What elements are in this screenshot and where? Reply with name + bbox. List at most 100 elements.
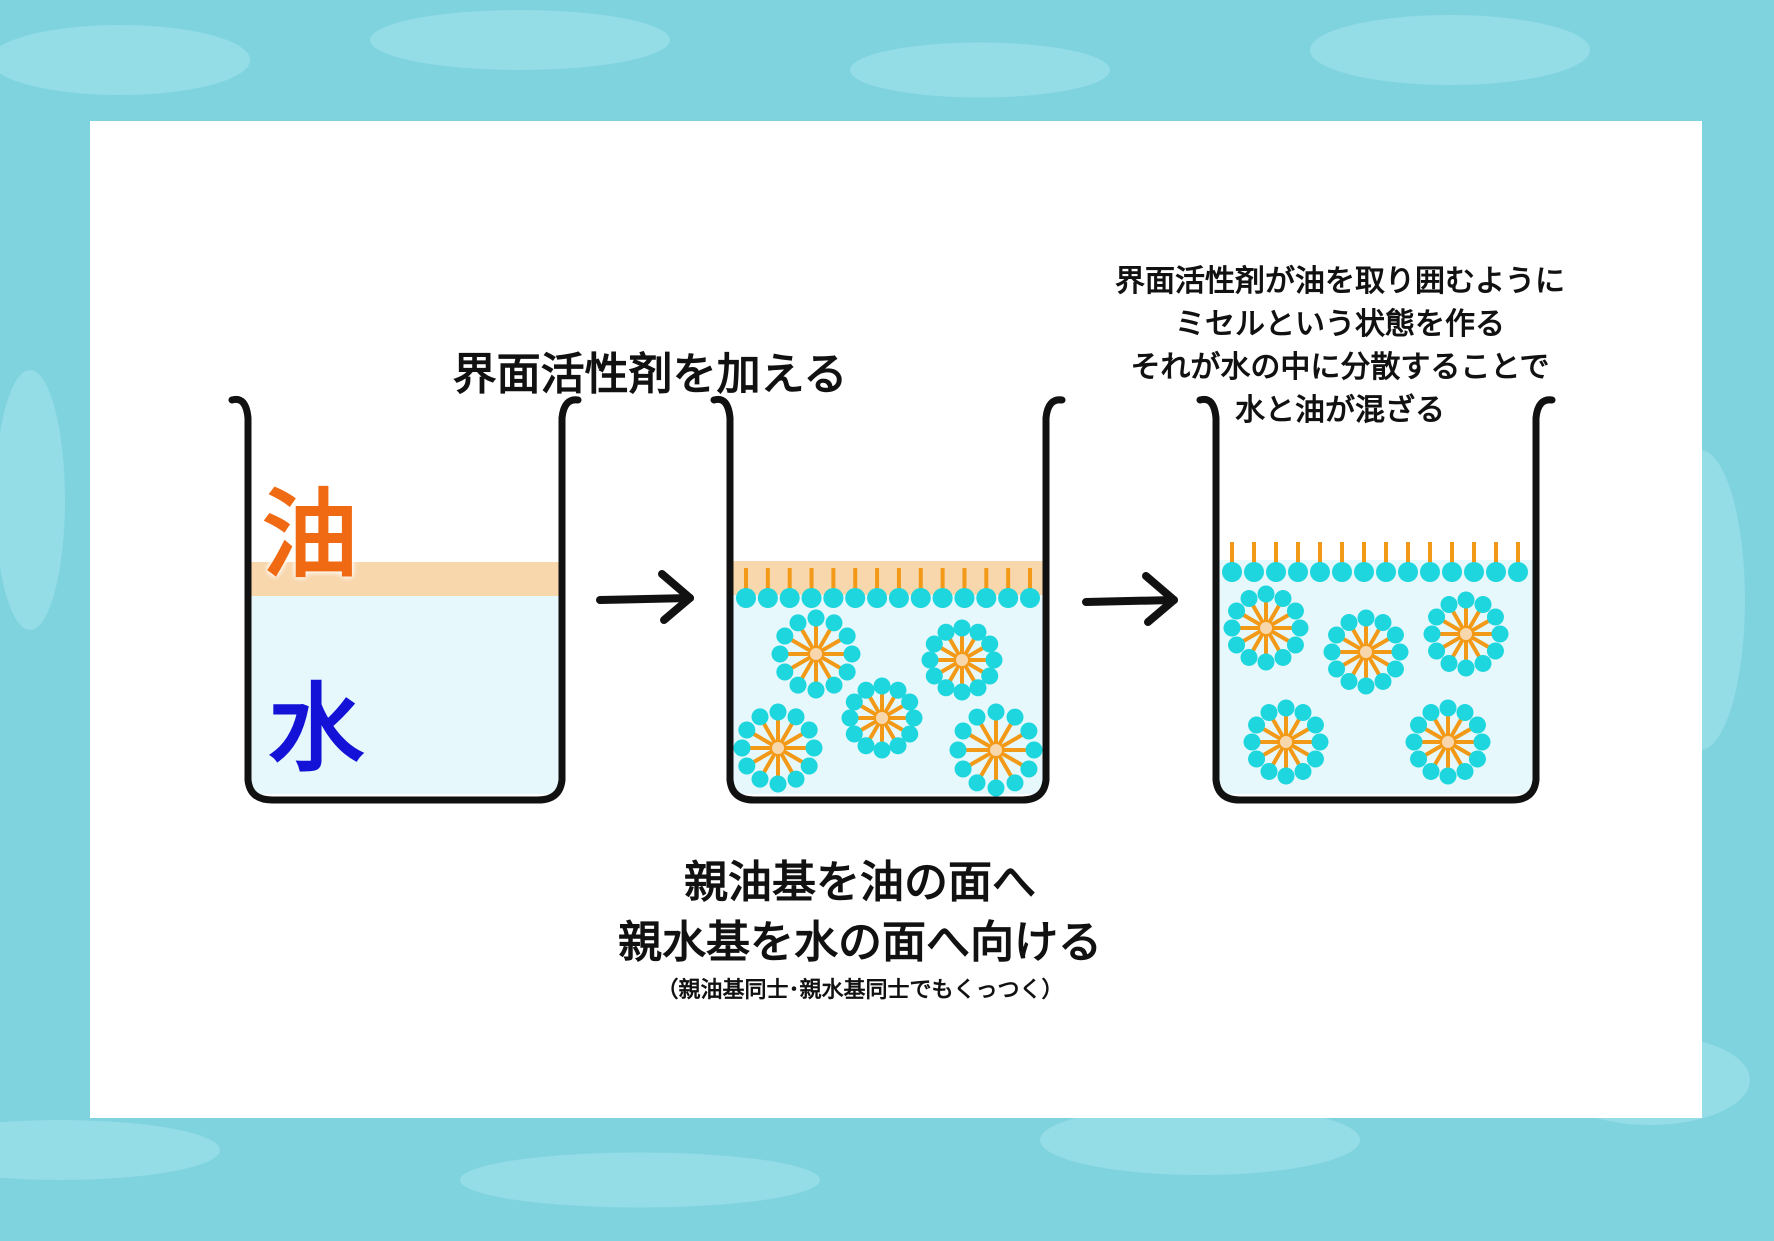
hydrophilic-head [789,614,807,632]
hydrophilic-head [1294,704,1312,722]
hydrophilic-head [985,651,1003,669]
hydrophilic-head [1328,626,1346,644]
hydrophilic-head [1306,750,1324,768]
hydrophilic-head [771,645,789,663]
oil-droplet [874,710,890,726]
hydrophilic-head [1468,750,1486,768]
hydrophilic-head [905,709,923,727]
hydrophilic-head [1357,677,1375,695]
beaker-outline [1196,395,1556,804]
hydrophilic-head [1468,716,1486,734]
oil-layer [248,562,560,596]
hydrophilic-head [843,645,861,663]
hydrophilic-head [1439,699,1457,717]
hydrophilic-head [1248,750,1266,768]
hydrophilic-head [953,619,971,637]
hydrophilic-head [1286,636,1304,654]
hydrophilic-head [1464,562,1484,582]
hydrophilic-head [888,588,909,608]
hydrophilic-head [901,693,919,711]
hydrophilic-head [1277,699,1295,717]
arrow-shaft [596,594,694,604]
hydrophilic-head [1257,653,1275,671]
hydrophilic-head [1228,636,1246,654]
hydrophilic-head [1376,562,1396,582]
hydrophilic-head [1442,562,1462,582]
hydrophilic-head [1340,672,1358,690]
hydrophilic-head [1457,591,1475,609]
oil-droplet [770,740,786,756]
oil-droplet [1458,626,1474,642]
hydrophilic-head [801,588,822,608]
hydrophilic-head [800,757,818,775]
hydrophilic-head [1474,654,1492,672]
hydrophilic-head [1486,562,1506,582]
hydrophilic-head [1386,660,1404,678]
micelle-icon [1243,699,1329,785]
hydrophilic-head [1222,562,1242,582]
hydrophilic-head [823,588,844,608]
hydrophilic-head [925,635,943,653]
hydrophilic-head [1260,762,1278,780]
oil-droplet [808,646,824,662]
hydrophilic-head [1006,774,1024,792]
hydrophilic-head [1456,762,1474,780]
hydrophilic-head [1244,562,1264,582]
hydrophilic-head [873,677,891,695]
oil-droplet [1258,620,1274,636]
hydrophilic-head [953,683,971,701]
hydrophilic-head [738,757,756,775]
beaker-surfactant-added [710,395,1066,804]
micelle-icon [1423,591,1509,677]
hydrophilic-head [845,588,866,608]
oil-layer [730,561,1044,595]
hydrophilic-head [1440,654,1458,672]
hydrophilic-head [1410,750,1428,768]
hydrophilic-head [807,609,825,627]
arrow-head [658,570,694,624]
water-label: 水 [268,673,364,785]
hydrophilic-head [1422,704,1440,722]
hydrophilic-head [981,667,999,685]
caption-orientation-line1: 親油基を油の面へ [684,857,1036,908]
micelle-icon [921,619,1003,701]
micelle-icon [1223,585,1309,671]
hydrophilic-head [981,635,999,653]
hydrophilic-head [1374,614,1392,632]
hydrophilic-head [1274,590,1292,608]
hydrophilic-head [1323,643,1341,661]
hydrophilic-head [1457,659,1475,677]
surfactant-layer [736,568,1040,608]
texture-blotch [370,10,670,70]
oil-droplet [1440,734,1456,750]
beaker-oil-and-water [228,395,582,804]
hydrophilic-head [787,708,805,726]
texture-blotch [0,1120,220,1180]
water-layer [248,596,560,794]
hydrophilic-head [998,588,1019,608]
hydrophilic-head [987,703,1005,721]
hydrophilic-head [1474,596,1492,614]
hydrophilic-head [757,588,778,608]
hydrophilic-head [1423,625,1441,643]
hydrophilic-head [937,623,955,641]
hydrophilic-head [1491,625,1509,643]
hydrophilic-head [1020,760,1038,778]
hydrophilic-head [921,651,939,669]
caption-orientation-line2: 親水基を水の面へ向ける [618,917,1102,968]
hydrophilic-head [910,588,931,608]
oil-droplet [988,742,1004,758]
caption-orientation-note: （親油基同士･親水基同士でもくっつく） [656,978,1064,1003]
beaker-outline [710,395,1066,804]
hydrophilic-head [1248,716,1266,734]
hydrophilic-head [1391,643,1409,661]
hydrophilic-head [867,588,888,608]
micelle-icon [1405,699,1491,785]
hydrophilic-head [1020,588,1040,608]
oil-droplet [954,652,970,668]
hydrophilic-head [841,709,859,727]
hydrophilic-head [1473,733,1491,751]
micelle-icon [771,609,861,699]
hydrophilic-head [1228,602,1246,620]
